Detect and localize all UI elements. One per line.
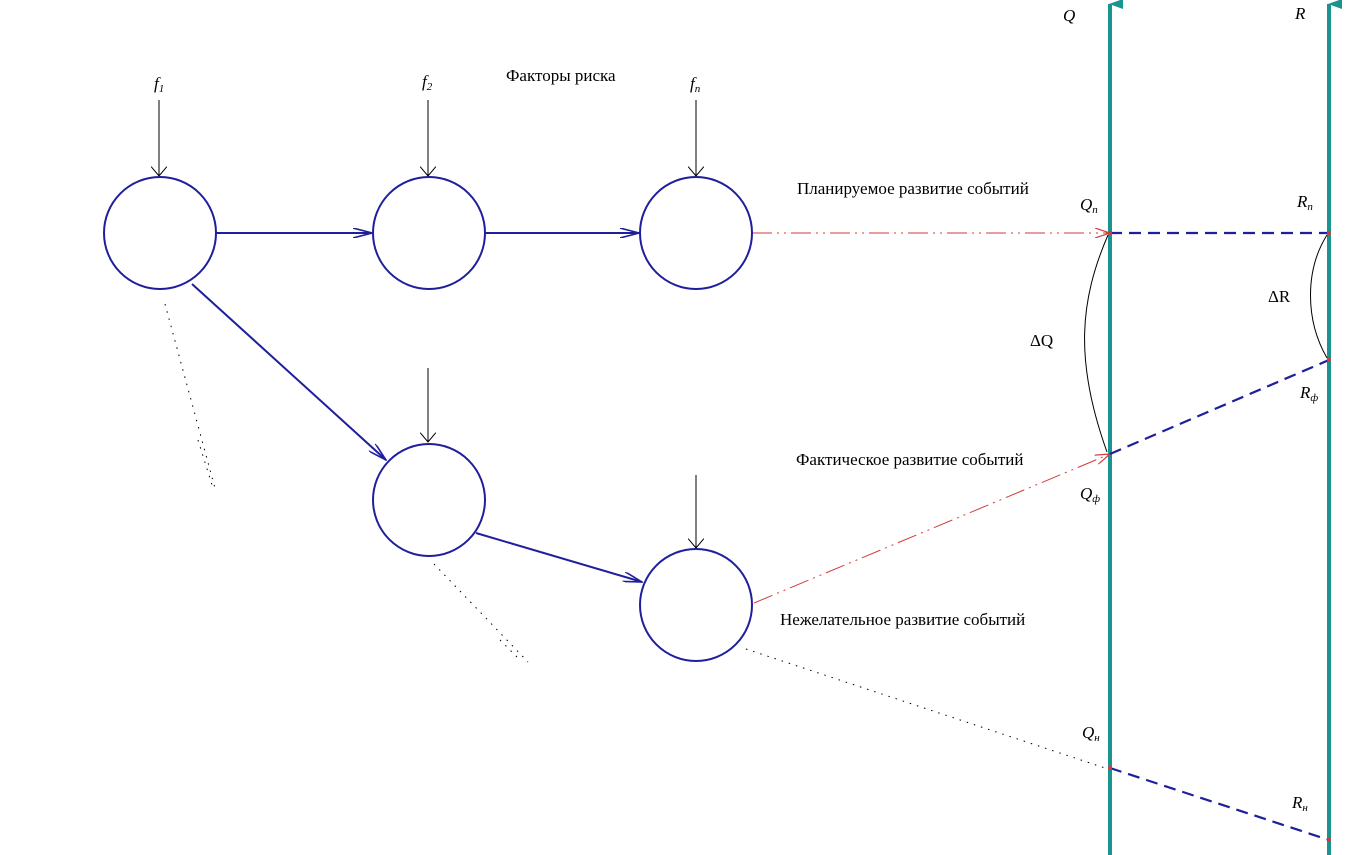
dotted-branch-2b [499, 639, 521, 661]
event-node-3 [639, 176, 753, 290]
event-node-1 [103, 176, 217, 290]
delta-q-brace [1084, 234, 1109, 453]
r-planned-label: Rп [1296, 192, 1313, 213]
marker-rp [1327, 231, 1331, 235]
marker-rf [1327, 358, 1331, 362]
dotted-undesired [745, 648, 1106, 769]
event-node-2 [372, 176, 486, 290]
r-axis-label: R [1294, 4, 1306, 23]
dotted-branch-2 [433, 563, 529, 663]
planned-label: Планируемое развитие событий [797, 179, 1029, 198]
dotted-branch-1b [197, 439, 214, 489]
event-node-4 [372, 443, 486, 557]
marker-qn [1108, 766, 1112, 770]
q-undesired-label: Qн [1082, 723, 1100, 744]
factor-label-f1: f1 [154, 74, 164, 95]
marker-rn [1327, 838, 1331, 842]
r-actual-label: Rф [1299, 383, 1318, 404]
event-node-5 [639, 548, 753, 662]
factor-label-f2: f2 [422, 72, 433, 93]
flow-arrow-4-5 [475, 532, 642, 583]
q-axis-label: Q [1063, 6, 1075, 25]
factor-label-fn: fn [690, 74, 701, 95]
delta-r-label: ΔR [1268, 287, 1291, 306]
delta-q-label: ΔQ [1030, 331, 1053, 350]
risk-factors-label: Факторы риска [506, 66, 616, 85]
undesired-label: Нежелательное развитие событий [780, 610, 1025, 629]
undesired-qr-link [1109, 766, 1330, 842]
marker-qp [1108, 231, 1112, 235]
r-undesired-label: Rн [1291, 793, 1308, 814]
actual-scenario-line [753, 454, 1110, 604]
flow-arrow-1-4 [191, 283, 386, 460]
actual-label: Фактическое развитие событий [796, 450, 1023, 469]
q-planned-label: Qп [1080, 195, 1098, 216]
q-actual-label: Qф [1080, 484, 1100, 505]
dotted-branch-1 [164, 303, 217, 493]
actual-qr-link [1109, 358, 1330, 456]
delta-r-brace [1310, 234, 1328, 359]
